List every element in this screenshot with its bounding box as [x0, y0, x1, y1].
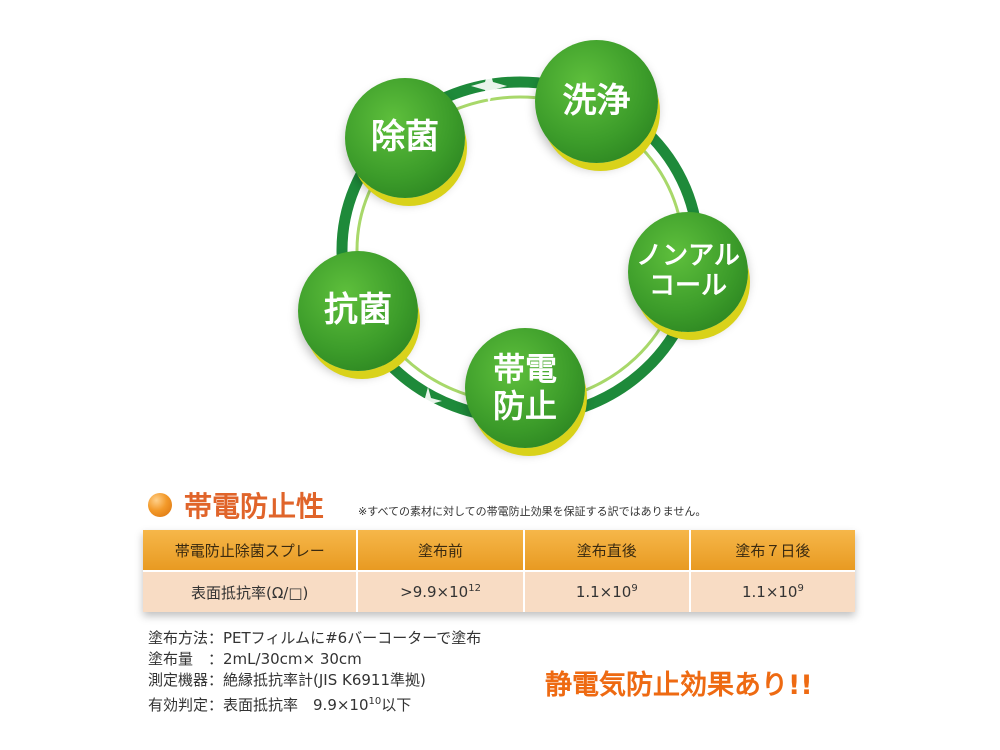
condition-method: 塗布方法：PETフィルムに#6バーコーターで塗布 — [148, 629, 482, 647]
table-header: 塗布７日後 — [690, 530, 855, 570]
test-conditions: 塗布方法：PETフィルムに#6バーコーターで塗布 塗布量 ：2mL/30cm× … — [148, 628, 481, 716]
table-row: 表面抵抗率(Ω/□) >9.9×1012 1.1×109 1.1×109 — [143, 570, 855, 612]
row-label: 表面抵抗率(Ω/□) — [143, 570, 359, 612]
section-header: 帯電防止性 ※すべての素材に対しての帯電防止効果を保証する訳ではありません。 — [148, 485, 848, 525]
condition-criteria: 有効判定：表面抵抗率 9.9×1010以下 — [148, 696, 412, 714]
table-header: 塗布前 — [358, 530, 525, 570]
feature-bubble-disinfection: 除菌 — [345, 78, 465, 198]
feature-cycle-diagram: 除菌 洗浄 ノンアル コール 抗菌 帯電 防止 — [298, 40, 748, 448]
feature-bubble-cleaning: 洗浄 — [535, 40, 658, 163]
table-header: 塗布直後 — [524, 530, 691, 570]
effect-claim: 静電気防止効果あり!! — [545, 670, 813, 701]
feature-bubble-non-alcohol: ノンアル コール — [628, 212, 748, 332]
table-cell: 1.1×109 — [524, 570, 691, 612]
spec-table: 帯電防止除菌スプレー 塗布前 塗布直後 塗布７日後 表面抵抗率(Ω/□) >9.… — [143, 530, 855, 612]
feature-bubble-antistatic: 帯電 防止 — [465, 328, 585, 448]
bullet-icon — [148, 493, 172, 517]
sparkle-icon — [414, 68, 706, 415]
condition-instrument: 測定機器：絶縁抵抗率計(JIS K6911準拠) — [148, 671, 426, 689]
table-cell: >9.9×1012 — [358, 570, 525, 612]
table-header: 帯電防止除菌スプレー — [143, 530, 359, 570]
table-header-row: 帯電防止除菌スプレー 塗布前 塗布直後 塗布７日後 — [143, 530, 855, 570]
feature-bubble-antibacterial: 抗菌 — [298, 251, 418, 371]
disclaimer-note: ※すべての素材に対しての帯電防止効果を保証する訳ではありません。 — [358, 505, 707, 518]
table-cell: 1.1×109 — [690, 570, 855, 612]
condition-amount: 塗布量 ：2mL/30cm× 30cm — [148, 650, 362, 668]
section-title: 帯電防止性 — [184, 490, 325, 523]
